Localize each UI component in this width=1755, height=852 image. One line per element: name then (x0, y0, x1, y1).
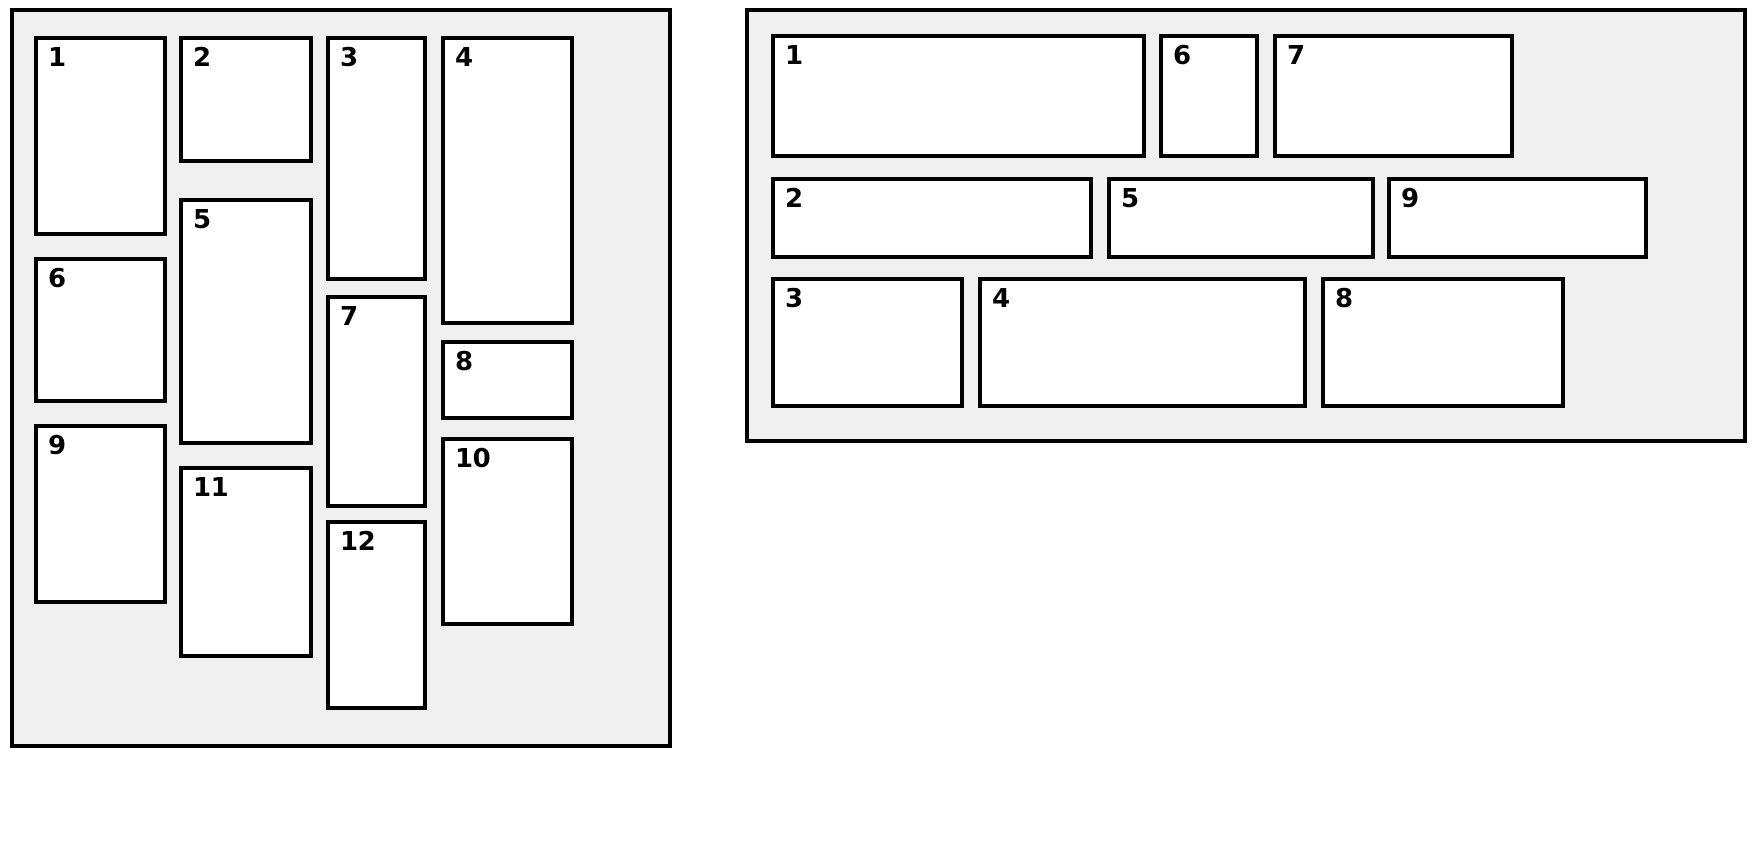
packed-rect-bin-right-1[interactable]: 1 (771, 34, 1146, 158)
packed-rect-label: 3 (785, 284, 803, 314)
packed-rect-label: 2 (193, 43, 211, 73)
packed-rect-label: 2 (785, 184, 803, 214)
packed-rect-bin-left-11[interactable]: 11 (179, 466, 313, 658)
packed-rect-bin-left-1[interactable]: 1 (34, 36, 167, 236)
packed-rect-bin-right-2[interactable]: 2 (771, 177, 1093, 259)
packed-rect-label: 6 (48, 264, 66, 294)
packed-rect-label: 8 (455, 347, 473, 377)
bin-right: 1 6 7 2 5 9 3 4 8 (745, 8, 1747, 443)
packed-rect-bin-left-3[interactable]: 3 (326, 36, 427, 281)
packed-rect-bin-left-10[interactable]: 10 (441, 437, 574, 626)
packed-rect-bin-right-8[interactable]: 8 (1321, 277, 1565, 408)
packed-rect-bin-left-2[interactable]: 2 (179, 36, 313, 163)
packed-rect-bin-left-8[interactable]: 8 (441, 340, 574, 420)
packed-rect-label: 9 (1401, 184, 1419, 214)
packed-rect-bin-left-4[interactable]: 4 (441, 36, 574, 325)
packed-rect-bin-right-9[interactable]: 9 (1387, 177, 1648, 259)
packed-rect-label: 4 (992, 284, 1010, 314)
packed-rect-bin-left-9[interactable]: 9 (34, 424, 167, 604)
packed-rect-bin-left-6[interactable]: 6 (34, 257, 167, 403)
packed-rect-bin-right-5[interactable]: 5 (1107, 177, 1375, 259)
packed-rect-bin-right-3[interactable]: 3 (771, 277, 964, 408)
packed-rect-label: 9 (48, 431, 66, 461)
packed-rect-label: 7 (340, 302, 358, 332)
packed-rect-bin-right-7[interactable]: 7 (1273, 34, 1514, 158)
packed-rect-label: 12 (340, 527, 376, 557)
packed-rect-label: 6 (1173, 41, 1191, 71)
packed-rect-label: 4 (455, 43, 473, 73)
packed-rect-label: 5 (193, 205, 211, 235)
packed-rect-label: 1 (785, 41, 803, 71)
packed-rect-label: 11 (193, 473, 229, 503)
packed-rect-bin-right-6[interactable]: 6 (1159, 34, 1259, 158)
packed-rect-label: 10 (455, 444, 491, 474)
packed-rect-label: 5 (1121, 184, 1139, 214)
packed-rect-label: 3 (340, 43, 358, 73)
packed-rect-label: 1 (48, 43, 66, 73)
packed-rect-bin-right-4[interactable]: 4 (978, 277, 1307, 408)
packed-rect-bin-left-7[interactable]: 7 (326, 295, 427, 508)
packed-rect-bin-left-5[interactable]: 5 (179, 198, 313, 445)
packed-rect-label: 7 (1287, 41, 1305, 71)
packed-rect-label: 8 (1335, 284, 1353, 314)
packed-rect-bin-left-12[interactable]: 12 (326, 520, 427, 710)
